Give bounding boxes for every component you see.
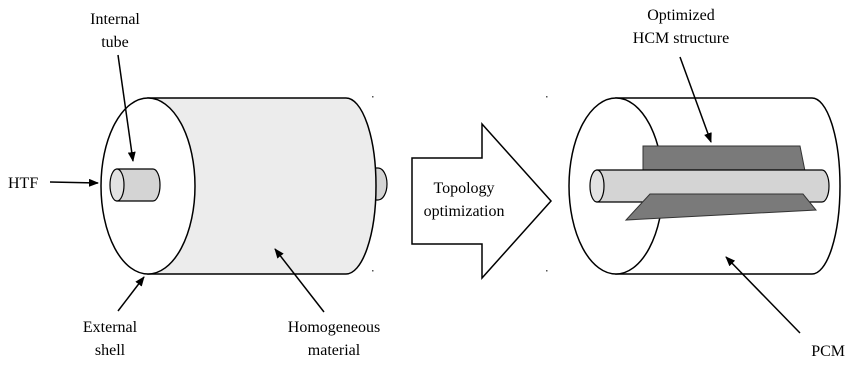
lower-hcm-fin <box>624 193 818 221</box>
stray-dot <box>372 270 374 272</box>
arrow-label-line1: Topology <box>433 180 494 197</box>
arrow-label-line2: optimization <box>424 203 505 220</box>
left-internal-tube <box>116 168 161 202</box>
topology-optimization-arrow: Topology optimization <box>411 122 553 280</box>
optimized-hcm-label-line1: Optimized <box>647 7 715 24</box>
left-internal-tube-end <box>109 168 125 202</box>
internal-tube-pointer <box>117 54 136 162</box>
stray-dot <box>372 96 374 98</box>
internal-tube-label-line1: Internal <box>90 11 140 28</box>
homogeneous-material-pointer <box>274 248 325 313</box>
external-shell-pointer <box>117 276 145 312</box>
right-internal-tube-end <box>589 169 605 203</box>
pcm-label: PCM <box>811 343 845 360</box>
optimized-hcm-pointer <box>679 56 712 143</box>
external-shell-label-line1: External <box>83 319 138 336</box>
stray-dot <box>546 270 548 272</box>
htf-label: HTF <box>8 175 38 192</box>
left-cylinder-figure: Internal tube HTF External shell Homogen… <box>8 11 388 359</box>
pcm-pointer <box>725 256 801 334</box>
optimized-hcm-label-line2: HCM structure <box>633 30 729 47</box>
left-cylinder-body <box>147 97 377 275</box>
block-arrow-shape <box>411 122 553 280</box>
upper-hcm-fin <box>642 145 806 172</box>
htf-pointer <box>49 178 99 187</box>
right-cylinder-figure: Optimized HCM structure PCM <box>568 7 845 360</box>
stray-dot <box>546 96 548 98</box>
external-shell-label-line2: shell <box>95 342 126 359</box>
homogeneous-material-label-line1: Homogeneous <box>288 319 380 336</box>
internal-tube-label-line2: tube <box>101 34 129 51</box>
homogeneous-material-label-line2: material <box>308 342 361 359</box>
stray-marks <box>372 96 548 272</box>
